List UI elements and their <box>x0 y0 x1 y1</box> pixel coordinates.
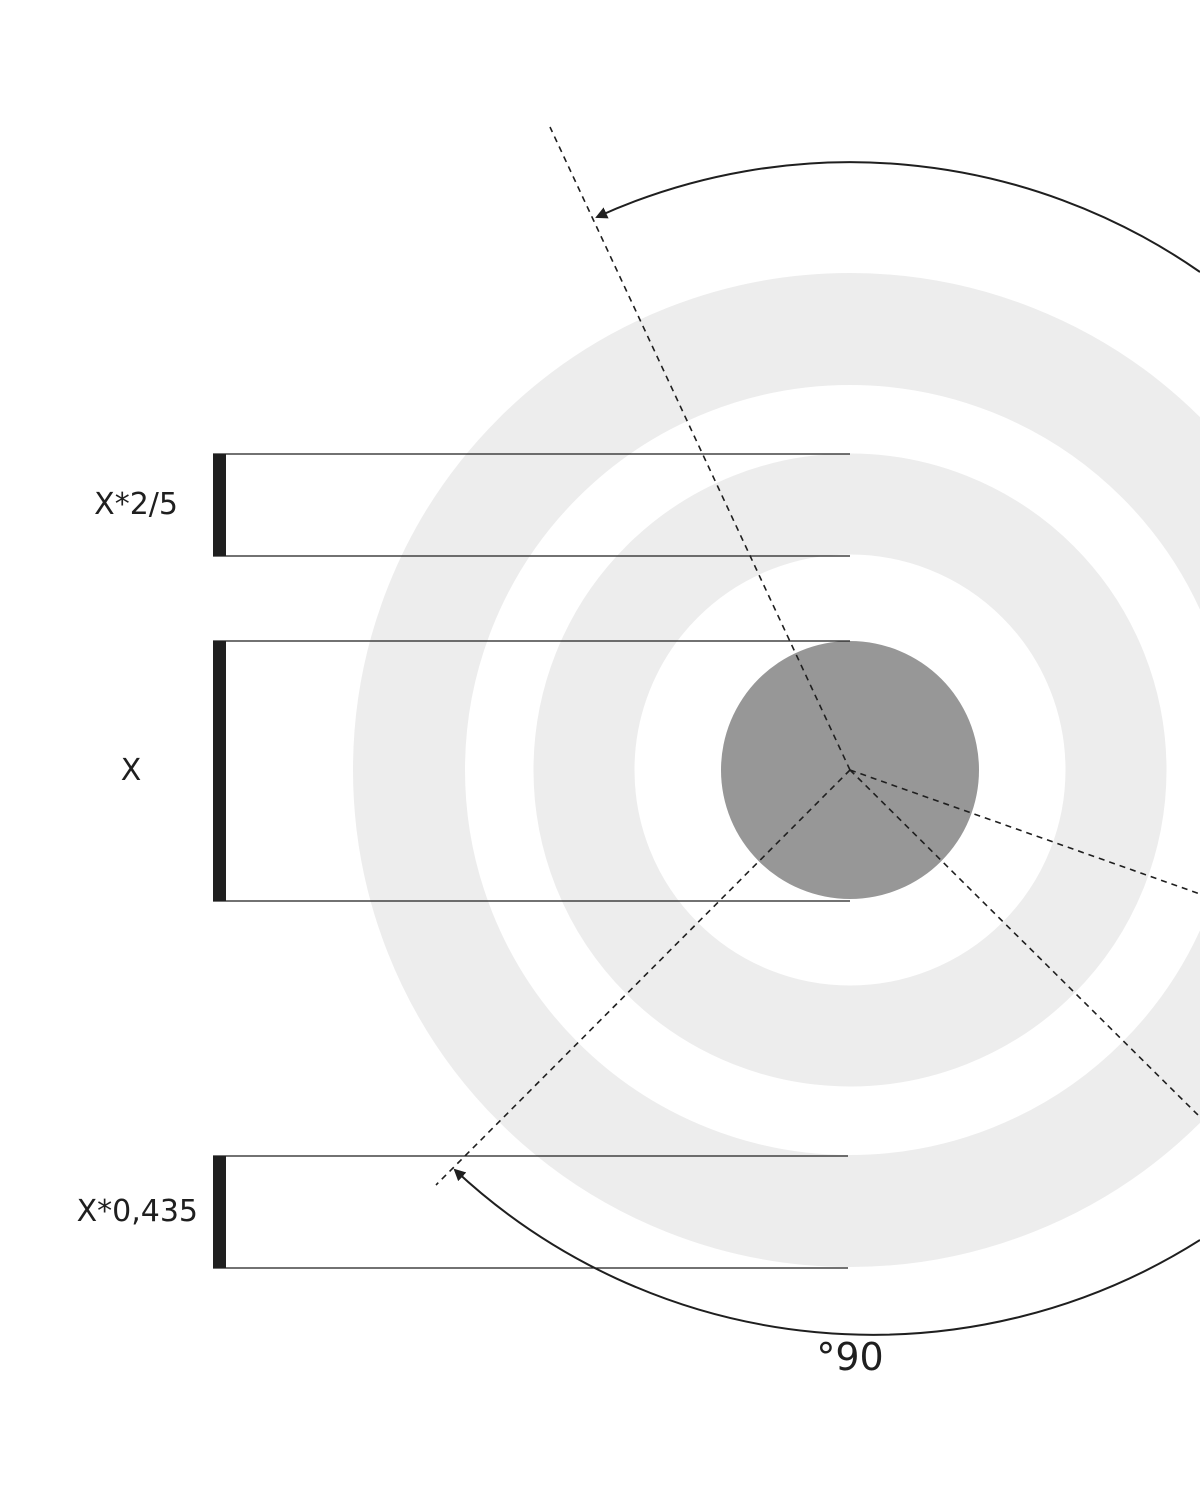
measurement-bands <box>213 453 850 1269</box>
bottom-band-bar <box>213 1156 226 1268</box>
upper-arc-arrow <box>595 161 1200 273</box>
angle-arcs <box>453 161 1200 1336</box>
guide-right <box>849 769 1200 895</box>
guide-upper-left <box>549 126 851 771</box>
radial-guides <box>435 126 1200 1186</box>
bottom-band <box>213 1155 848 1269</box>
middle-band-bar <box>213 641 226 901</box>
bottom-band-label: X*0,435 <box>77 1194 198 1229</box>
outer-ring <box>353 273 1200 1267</box>
top-band-label: X*2/5 <box>94 487 178 522</box>
lower-arc-arrow <box>453 1168 1200 1336</box>
guide-lower-right <box>849 769 1200 1118</box>
middle-band-label: X <box>121 753 142 788</box>
angle-label: °90 <box>816 1335 883 1379</box>
middle-band <box>213 640 850 902</box>
concentric-rings <box>353 273 1200 1267</box>
top-band <box>213 453 850 557</box>
inner-ring <box>533 453 1167 1087</box>
guide-lower-left <box>435 769 851 1186</box>
top-band-bar <box>213 454 226 556</box>
